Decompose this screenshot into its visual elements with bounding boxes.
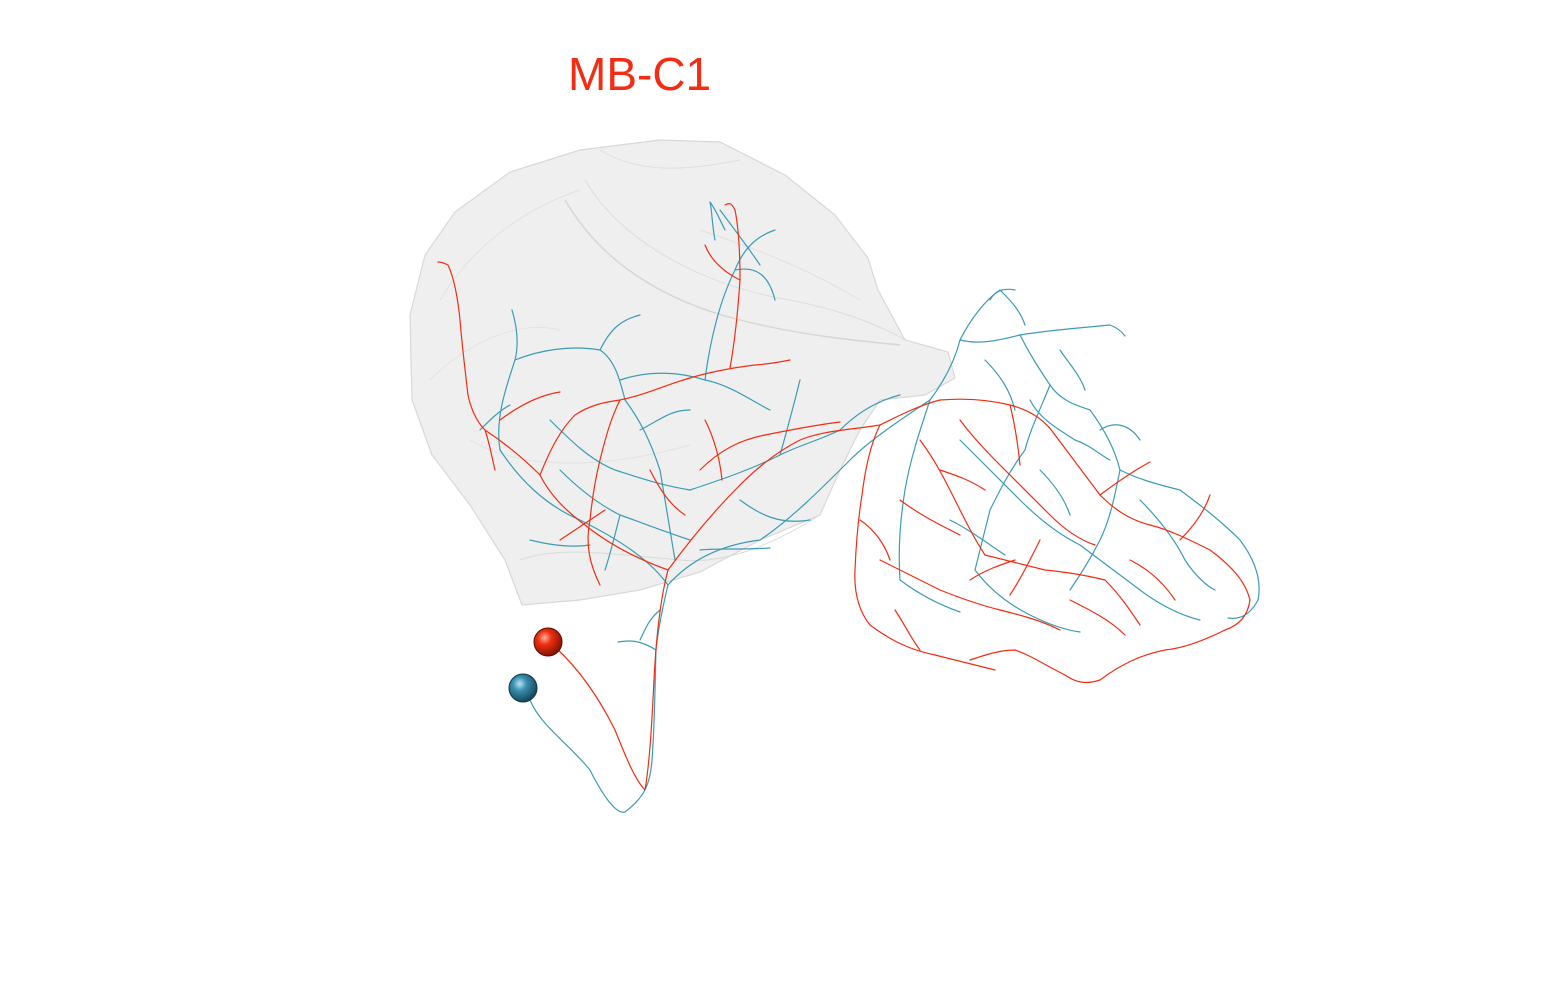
neuron-blue-branch — [899, 579, 961, 613]
neuron-blue-branch — [984, 359, 1016, 411]
neuron-blue-branch — [704, 229, 776, 381]
neuron-red-branch — [619, 359, 791, 401]
neuron-blue-branch — [839, 394, 901, 431]
neuron-red-branch — [999, 609, 1061, 631]
neuron-red-branch — [587, 519, 601, 586]
neuron-red-branch — [959, 419, 1051, 516]
neuron-red-branch — [1009, 539, 1041, 596]
neuron-red-branch — [919, 439, 986, 556]
neuron-blue-branch — [699, 547, 771, 551]
neuropil-mesh — [409, 139, 956, 606]
neuron-blue-branch — [529, 539, 591, 547]
neuron-red-branch — [1009, 404, 1021, 466]
neuron-red-branch — [539, 399, 621, 476]
neuron-red-primary-neurite — [555, 569, 669, 791]
neuron-blue-branch — [549, 419, 691, 491]
neuron-blue-branch — [1089, 409, 1181, 491]
neuron-blue-branch — [959, 439, 1081, 546]
soma-blue — [508, 673, 538, 703]
neuron-red-branch — [667, 424, 881, 571]
neuron-red-branch — [899, 499, 961, 536]
neuron-blue-branch — [1019, 334, 1091, 411]
neuron-red-branch — [499, 391, 561, 421]
neuron-red-branch — [879, 559, 1001, 611]
neuron-blue-branch — [1029, 399, 1111, 461]
neuron-blue-branch — [1079, 544, 1201, 621]
neuron-red-branch — [869, 624, 996, 671]
mesh-fold-5 — [519, 514, 821, 562]
neuron-blue-branch — [709, 201, 726, 241]
neuron-red-branch — [539, 474, 669, 571]
neuron-red-branch — [894, 609, 921, 651]
neuron-red-branch — [1179, 494, 1211, 541]
neuron-red-branch — [437, 261, 469, 396]
neuron-blue-branch — [1179, 489, 1260, 620]
neuron-blue-branch — [667, 399, 931, 586]
neuron-red-branch — [969, 649, 1066, 676]
neuron-blue-branch — [1024, 384, 1051, 451]
mesh-fold-2 — [584, 179, 906, 341]
page-title: MB-C1 — [568, 48, 712, 100]
mesh-body — [409, 139, 956, 606]
neuron-blue-branch — [617, 640, 657, 651]
neuron-blue-branch — [1099, 424, 1141, 441]
neuron-red-branch — [939, 469, 986, 491]
neuron-blue-branch — [739, 499, 811, 522]
mesh-fold-4 — [599, 149, 741, 169]
neuron-blue-branch — [974, 449, 1026, 571]
neuron-blue-branch — [624, 399, 676, 561]
neuron-blue-branch — [949, 519, 1006, 556]
neuron-red-branch — [984, 554, 1106, 581]
neuron-red-branch — [1064, 629, 1226, 684]
neuron-red-branch — [649, 469, 686, 516]
neuron-red-branch — [1069, 599, 1126, 636]
neuron-blue-branch — [734, 268, 776, 301]
neuron-red-branch — [1129, 559, 1176, 601]
neuron-blue-branch — [639, 609, 661, 641]
neuron-blue-branch — [1139, 499, 1216, 591]
mesh-fold-8 — [429, 326, 561, 381]
neuron-blue-branch — [999, 289, 1026, 326]
neuron-red-branch — [724, 203, 741, 369]
neuron-red-branch — [704, 419, 723, 481]
neuron-blue-branch — [499, 449, 669, 586]
mesh-fold-7 — [699, 229, 861, 301]
neuron-red-branch — [879, 398, 1056, 436]
neuron-red-branch — [854, 424, 881, 626]
neuron-red-branch — [1099, 461, 1151, 496]
neuron-blue-branch — [1059, 349, 1086, 391]
neuron-blue-branch — [1069, 469, 1121, 591]
neuron-blue-branch — [959, 324, 1126, 343]
neuron-blue-branch — [719, 209, 761, 266]
neuron-blue-branch — [1039, 469, 1071, 516]
soma-red — [533, 627, 563, 657]
mesh-fold-3 — [439, 189, 581, 301]
neuron-red-branch — [1049, 514, 1096, 546]
neuron-blue-arbor — [479, 201, 1260, 813]
neuron-red-branch — [969, 559, 1016, 581]
neuron-red-branch — [704, 244, 741, 281]
neuron-blue-branch — [779, 379, 801, 456]
neuron-blue-branch — [989, 288, 1016, 301]
neuron-red-branch — [484, 429, 496, 471]
neuron-red-branch — [559, 509, 606, 541]
neuron-blue-branch — [639, 409, 691, 431]
neuron-red-arbor — [437, 203, 1251, 791]
neuron-red-branch — [859, 519, 891, 561]
neuron-red-branch — [589, 399, 621, 521]
mesh-fold-1 — [564, 199, 901, 346]
neuron-red-branch — [1104, 579, 1141, 626]
neuron-red-branch — [1149, 524, 1251, 631]
neuron-blue-branch — [974, 569, 1081, 633]
neuron-blue-branch — [898, 399, 931, 581]
neuron-blue-branch — [599, 314, 641, 351]
